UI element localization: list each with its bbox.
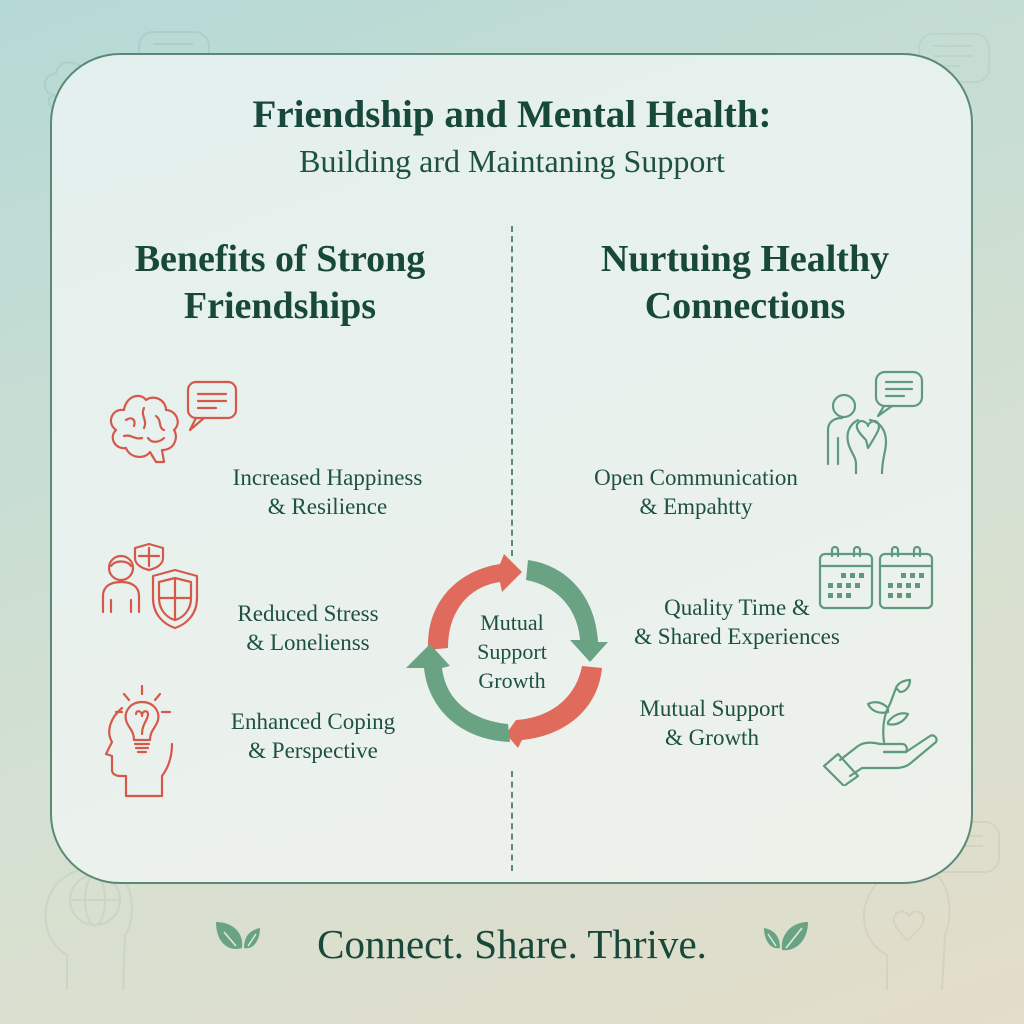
nurture-communication-line2: & Empahtty bbox=[639, 494, 753, 519]
nurture-item-mutual-support: Mutual Support & Growth bbox=[612, 694, 812, 752]
hand-sprout-icon bbox=[822, 678, 938, 786]
footer-tagline: Connect. Share. Thrive. bbox=[317, 921, 707, 967]
left-column-heading: Benefits of Strong Friendships bbox=[70, 236, 490, 330]
leaf-icon-right bbox=[764, 922, 808, 951]
page-title: Friendship and Mental Health: bbox=[252, 93, 772, 136]
benefit-happiness-line2: & Resilience bbox=[267, 494, 388, 519]
benefit-item-coping: Enhanced Coping & Perspective bbox=[198, 707, 428, 765]
benefit-stress-line1: Reduced Stress bbox=[237, 601, 379, 626]
cycle-label-line2: Support bbox=[477, 639, 547, 664]
nurture-quality-time-line1: Quality Time & bbox=[664, 595, 810, 620]
left-heading-line2: Friendships bbox=[183, 285, 377, 327]
page-subtitle: Building ard Maintaning Support bbox=[299, 143, 725, 179]
calendars-icon bbox=[818, 546, 934, 610]
person-shield-icon bbox=[101, 542, 199, 630]
benefit-coping-line2: & Perspective bbox=[248, 738, 378, 763]
cycle-label-line3: Growth bbox=[478, 668, 546, 693]
cycle-center-label: Mutual Support Growth bbox=[452, 608, 572, 695]
right-heading-line2: Connections bbox=[644, 285, 846, 327]
left-heading-line1: Benefits of Strong bbox=[134, 238, 426, 280]
leaf-icon-left bbox=[216, 922, 260, 949]
head-lightbulb-icon bbox=[104, 684, 174, 798]
person-heart-speech-icon bbox=[826, 370, 924, 474]
cycle-label-line1: Mutual bbox=[480, 610, 544, 635]
brain-speech-bubble-icon bbox=[109, 380, 238, 464]
column-divider-top bbox=[511, 226, 513, 556]
nurture-item-communication: Open Communication & Empahtty bbox=[566, 463, 826, 521]
nurture-mutual-support-line1: Mutual Support bbox=[639, 696, 785, 721]
benefit-item-stress: Reduced Stress & Lonelienss bbox=[208, 599, 408, 657]
nurture-item-quality-time: Quality Time & & Shared Experiences bbox=[612, 593, 862, 651]
column-divider-bottom bbox=[511, 771, 513, 871]
nurture-quality-time-line2: & Shared Experiences bbox=[634, 624, 840, 649]
right-heading-line1: Nurtuing Healthy bbox=[600, 238, 890, 280]
nurture-communication-line1: Open Communication bbox=[594, 465, 798, 490]
nurture-mutual-support-line2: & Growth bbox=[665, 725, 759, 750]
benefit-stress-line2: & Lonelienss bbox=[246, 630, 370, 655]
cycle-arrows-icon bbox=[406, 554, 608, 748]
benefit-happiness-line1: Increased Happiness bbox=[232, 465, 423, 490]
benefit-coping-line1: Enhanced Coping bbox=[230, 709, 396, 734]
benefit-item-happiness: Increased Happiness & Resilience bbox=[200, 463, 455, 521]
right-column-heading: Nurtuing Healthy Connections bbox=[535, 236, 955, 330]
